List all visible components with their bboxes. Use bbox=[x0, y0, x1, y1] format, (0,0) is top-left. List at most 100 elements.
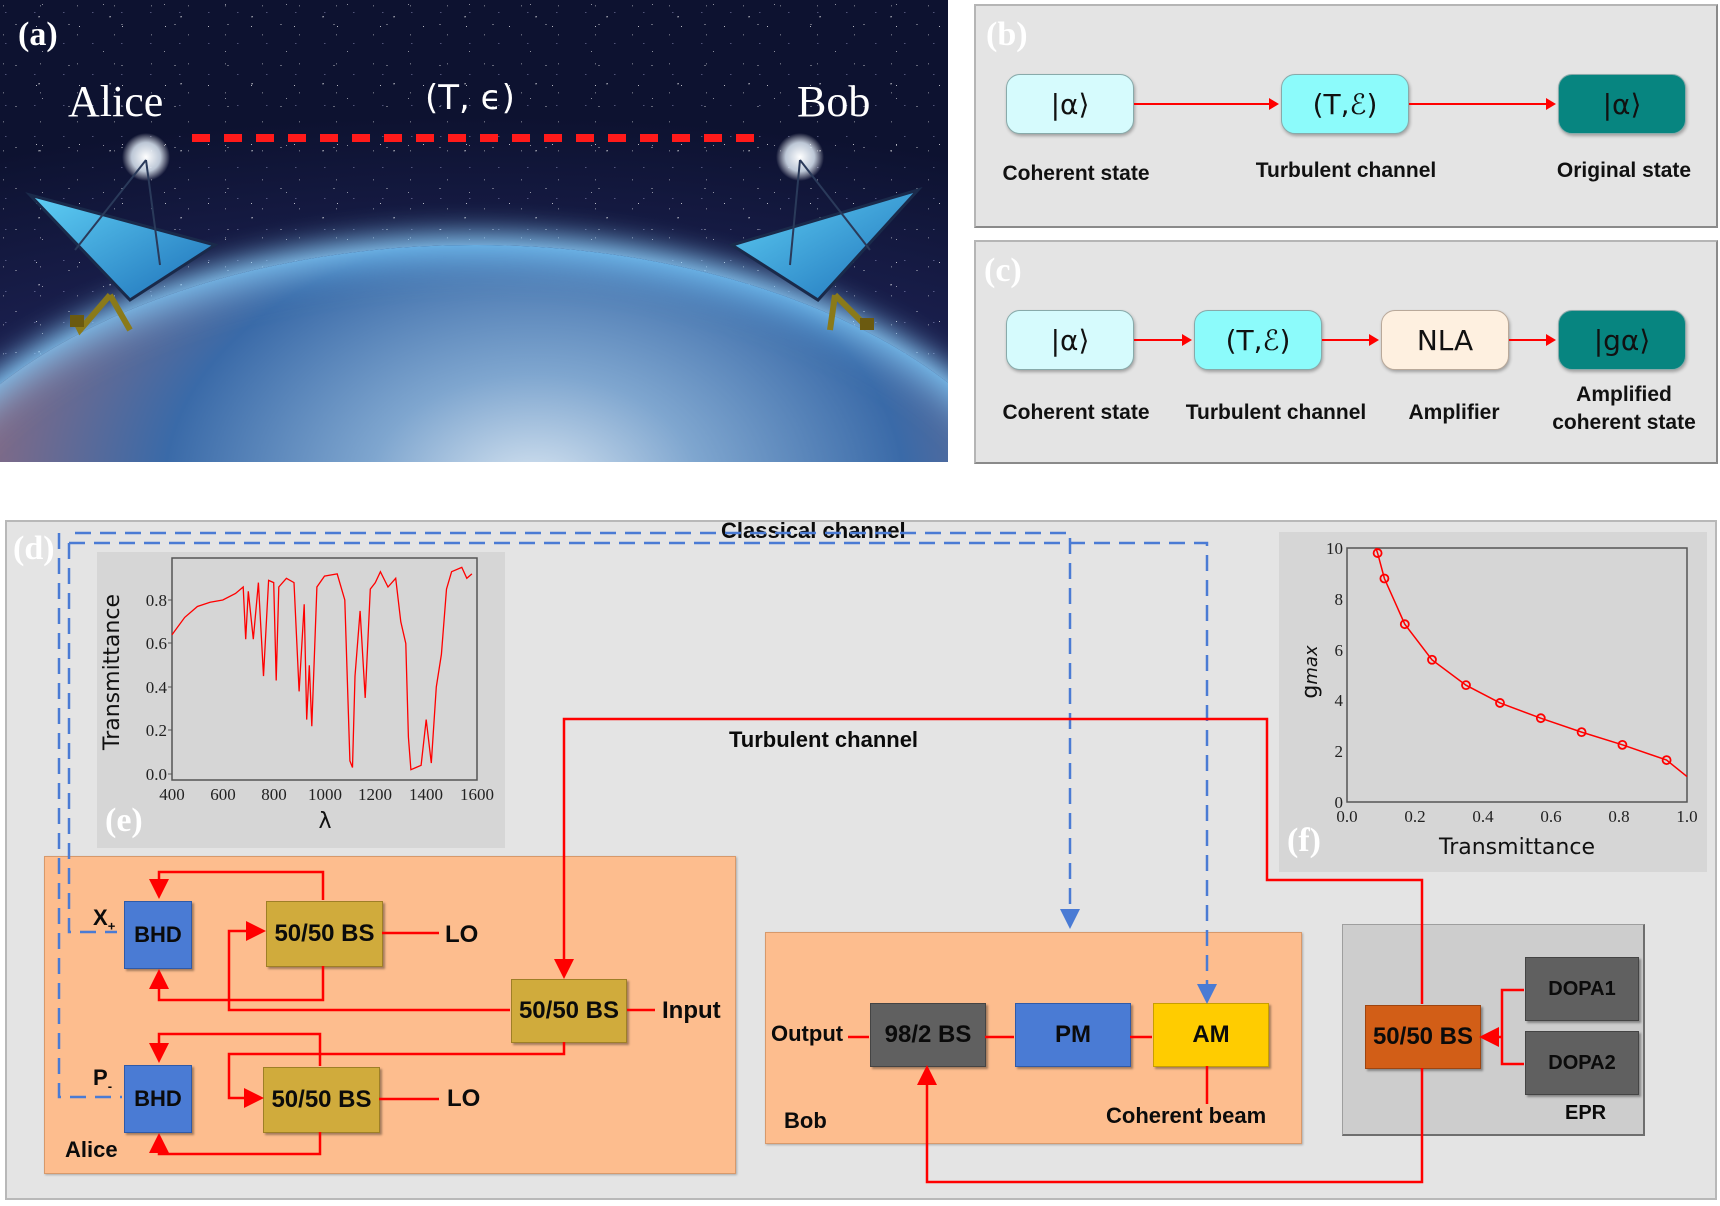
bob-label: Bob bbox=[797, 77, 871, 126]
original-state-caption: Original state bbox=[1556, 159, 1692, 182]
svg-text:2: 2 bbox=[1335, 742, 1344, 761]
turbulent-channel-label: Turbulent channel bbox=[729, 727, 919, 752]
arrow-c2 bbox=[1322, 334, 1379, 346]
dopa2: DOPA2 bbox=[1525, 1031, 1639, 1095]
spectrum-chart: 0.0 0.2 0.4 0.6 0.8 400 600 800 1000 1200 1400 160… bbox=[100, 557, 494, 834]
svg-text:0.0: 0.0 bbox=[146, 765, 167, 784]
gmax-data-point bbox=[1461, 680, 1471, 691]
panel-e-label: (e) bbox=[105, 802, 143, 839]
gmax-data-point bbox=[1535, 713, 1546, 724]
svg-text:0.2: 0.2 bbox=[1404, 807, 1425, 826]
svg-text:0.2: 0.2 bbox=[146, 721, 167, 740]
svg-text:600: 600 bbox=[210, 785, 236, 804]
spectrum-ylabel: Transmittance bbox=[100, 594, 125, 751]
panel-c-label: (c) bbox=[984, 252, 1022, 289]
svg-text:400: 400 bbox=[159, 785, 185, 804]
coherent-state-node: |α⟩ bbox=[1006, 310, 1134, 370]
arrow-b1 bbox=[1134, 98, 1279, 110]
svg-text:6: 6 bbox=[1335, 641, 1344, 660]
bs-top-5050: 50/50 BS bbox=[266, 901, 383, 967]
channel-params-label: (T, ϵ) bbox=[425, 78, 515, 118]
bhd-x-detector: BHD bbox=[124, 901, 192, 969]
panel-d-scheme: (d) (e) 0.0 0.2 0.4 0.6 0.8 400 600 800 1000 120… bbox=[5, 518, 1717, 1200]
panel-e-transmittance-spectrum: (e) 0.0 0.2 0.4 0.6 0.8 400 600 800 1000 1200 140… bbox=[97, 552, 505, 848]
coherent-state-node: |α⟩ bbox=[1006, 74, 1134, 134]
svg-text:10: 10 bbox=[1326, 539, 1343, 558]
gmax-data-point bbox=[1576, 727, 1587, 738]
bhd-p-detector: BHD bbox=[124, 1065, 192, 1133]
free-space-link bbox=[192, 134, 760, 142]
turbulent-channel-caption: Turbulent channel bbox=[1255, 159, 1437, 182]
original-state-node: |α⟩ bbox=[1558, 74, 1686, 134]
coherent-state-caption: Coherent state bbox=[1002, 401, 1150, 424]
gmax-chart: 0 2 4 6 8 10 0.0 0.2 0.4 0.6 0.8 1.0 Transmittance… bbox=[1298, 539, 1698, 860]
panel-c-nla-transmission: (c) |α⟩ (T,ℰ) NLA |gα⟩ Coherent state Tu… bbox=[974, 240, 1718, 464]
bs-bottom-5050: 50/50 BS bbox=[263, 1067, 380, 1133]
svg-text:8: 8 bbox=[1335, 590, 1344, 609]
svg-text:0.6: 0.6 bbox=[1540, 807, 1561, 826]
svg-text:0: 0 bbox=[1335, 793, 1344, 812]
spectrum-xlabel: λ bbox=[318, 809, 331, 834]
epr-title: EPR bbox=[1565, 1102, 1607, 1124]
amplified-caption-line1: Amplified bbox=[1576, 383, 1672, 406]
alice-title: Alice bbox=[65, 1137, 118, 1162]
epr-bs-5050: 50/50 BS bbox=[1365, 1005, 1481, 1069]
gmax-data-point bbox=[1661, 755, 1672, 765]
svg-text:1400: 1400 bbox=[409, 785, 443, 804]
amplified-state-node: |gα⟩ bbox=[1558, 310, 1686, 370]
coherent-state-caption: Coherent state bbox=[1002, 162, 1150, 185]
gmax-xlabel: Transmittance bbox=[1438, 835, 1595, 860]
panel-b-direct-transmission: (b) |α⟩ (T,ℰ) |α⟩ Coherent state Turbule… bbox=[974, 4, 1718, 228]
svg-text:1600: 1600 bbox=[460, 785, 494, 804]
svg-text:1200: 1200 bbox=[358, 785, 392, 804]
arrow-b2 bbox=[1409, 98, 1556, 110]
bob-subsystem: Bob 98/2 BS PM AM Output Coherent beam bbox=[765, 932, 1302, 1144]
bob-title: Bob bbox=[784, 1108, 827, 1133]
svg-text:0.4: 0.4 bbox=[146, 678, 168, 697]
epr-source: EPR 50/50 BS DOPA1 DOPA2 bbox=[1342, 924, 1645, 1136]
alice-subsystem: Alice BHD BHD 50/50 BS 50/50 BS 50/50 BS… bbox=[44, 856, 736, 1174]
svg-text:0.4: 0.4 bbox=[1472, 807, 1494, 826]
nla-amplifier-node: NLA bbox=[1381, 310, 1509, 370]
gmax-data-point bbox=[1617, 739, 1628, 750]
amplitude-modulator: AM bbox=[1153, 1003, 1269, 1067]
output-label: Output bbox=[771, 1021, 844, 1046]
bs-input-5050: 50/50 BS bbox=[511, 979, 627, 1043]
amplified-caption-line2: coherent state bbox=[1552, 411, 1696, 434]
panel-a-illustration: (a) Alice Bob (T, ϵ) bbox=[0, 0, 948, 462]
panel-d-label: (d) bbox=[13, 530, 55, 567]
x-plus-label: X+ bbox=[93, 905, 116, 934]
svg-text:1.0: 1.0 bbox=[1676, 807, 1697, 826]
svg-text:0.0: 0.0 bbox=[1336, 807, 1357, 826]
svg-text:1000: 1000 bbox=[308, 785, 342, 804]
svg-text:0.6: 0.6 bbox=[146, 634, 167, 653]
panel-f-label: (f) bbox=[1287, 822, 1321, 859]
amplifier-caption: Amplifier bbox=[1408, 401, 1500, 424]
turbulent-channel-node: (T,ℰ) bbox=[1281, 74, 1409, 134]
dopa1: DOPA1 bbox=[1525, 957, 1639, 1021]
classical-channel-label: Classical channel bbox=[721, 518, 906, 543]
gmax-data-point bbox=[1427, 654, 1437, 665]
p-minus-label: P- bbox=[93, 1065, 113, 1094]
gmax-ylabel: gmax bbox=[1298, 645, 1323, 699]
phase-modulator: PM bbox=[1015, 1003, 1131, 1067]
arrow-c3 bbox=[1509, 334, 1556, 346]
lo-top-label: LO bbox=[445, 921, 479, 948]
alice-label: Alice bbox=[68, 77, 164, 126]
svg-text:0.8: 0.8 bbox=[146, 591, 167, 610]
gmax-data-point bbox=[1495, 698, 1505, 708]
arrow-c1 bbox=[1134, 334, 1192, 346]
turbulent-channel-node: (T,ℰ) bbox=[1194, 310, 1322, 370]
gmax-data-point bbox=[1399, 619, 1410, 630]
turbulent-channel-caption: Turbulent channel bbox=[1185, 401, 1367, 424]
svg-text:800: 800 bbox=[261, 785, 287, 804]
panel-f-gmax-chart: (f) 0 2 4 6 8 10 0.0 0.2 0.4 0.6 0.8 1.0 Transmitt… bbox=[1279, 532, 1707, 872]
gmax-data-point bbox=[1372, 548, 1383, 558]
gmax-data-point bbox=[1379, 573, 1390, 584]
svg-text:0.8: 0.8 bbox=[1608, 807, 1629, 826]
input-label: Input bbox=[662, 997, 721, 1024]
bs-982-splitter: 98/2 BS bbox=[870, 1003, 986, 1067]
svg-text:4: 4 bbox=[1335, 691, 1344, 710]
panel-b-label: (b) bbox=[986, 16, 1028, 53]
panel-a-label: (a) bbox=[18, 16, 58, 53]
